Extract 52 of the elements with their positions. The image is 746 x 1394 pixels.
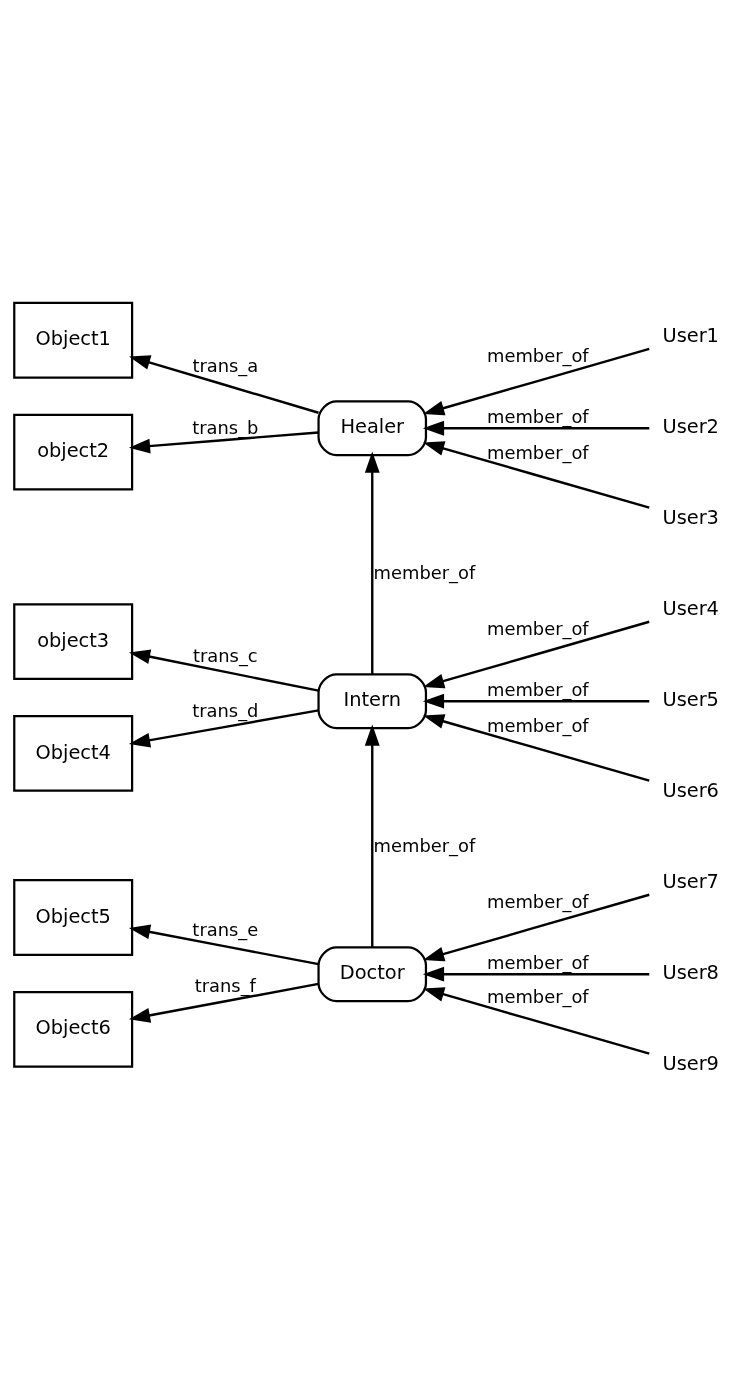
node-box: Intern (317, 672, 428, 729)
arrow (128, 430, 319, 453)
edge-label: trans_a (192, 354, 259, 376)
node-box: Object1 (13, 301, 134, 379)
edge-label: member_of (486, 617, 589, 639)
arrow (128, 708, 319, 747)
edge-label: member_of (373, 561, 476, 583)
arrow (422, 693, 650, 709)
arrow (423, 620, 650, 688)
node-box: Object6 (13, 990, 134, 1068)
node-text: User4 (662, 596, 719, 620)
arrow (364, 451, 380, 674)
arrow (423, 893, 650, 961)
edge-label: member_of (486, 951, 589, 973)
edge-label: trans_b (192, 416, 259, 438)
node-box: Doctor (317, 945, 428, 1002)
arrow (422, 966, 650, 982)
edge-label: member_of (486, 714, 589, 736)
node-box: Healer (317, 399, 428, 456)
edge-label: trans_d (192, 699, 259, 721)
arrow (423, 986, 650, 1055)
edge-label: member_of (373, 834, 476, 856)
node-text: User7 (662, 869, 719, 893)
edge-label: trans_c (192, 644, 258, 666)
arrow (129, 354, 319, 414)
arrow (423, 440, 650, 509)
arrow (364, 724, 380, 947)
arrow (128, 924, 319, 965)
node-box: Object5 (13, 878, 134, 956)
arrow (128, 982, 319, 1023)
node-text: User1 (662, 323, 719, 347)
edge-label: trans_f (194, 974, 256, 995)
edge-label: member_of (486, 678, 589, 700)
node-box: object2 (13, 413, 134, 491)
node-text: User8 (662, 960, 719, 984)
node-box: Object4 (13, 714, 134, 792)
node-text: User5 (662, 687, 719, 711)
arrow (423, 713, 650, 782)
node-text: User3 (662, 505, 719, 529)
edge-label: member_of (486, 405, 589, 427)
edge-label: member_of (486, 985, 589, 1007)
edge-label: member_of (486, 441, 589, 463)
node-text: User6 (662, 778, 719, 802)
arrow (128, 648, 319, 692)
arrow (423, 347, 650, 415)
edge-label: member_of (486, 890, 589, 912)
node-box: object3 (13, 602, 134, 680)
node-text: User2 (662, 414, 719, 438)
arrow (422, 420, 650, 436)
edge-label: member_of (486, 344, 589, 366)
edge-label: trans_e (192, 918, 259, 940)
node-text: User9 (662, 1051, 719, 1075)
